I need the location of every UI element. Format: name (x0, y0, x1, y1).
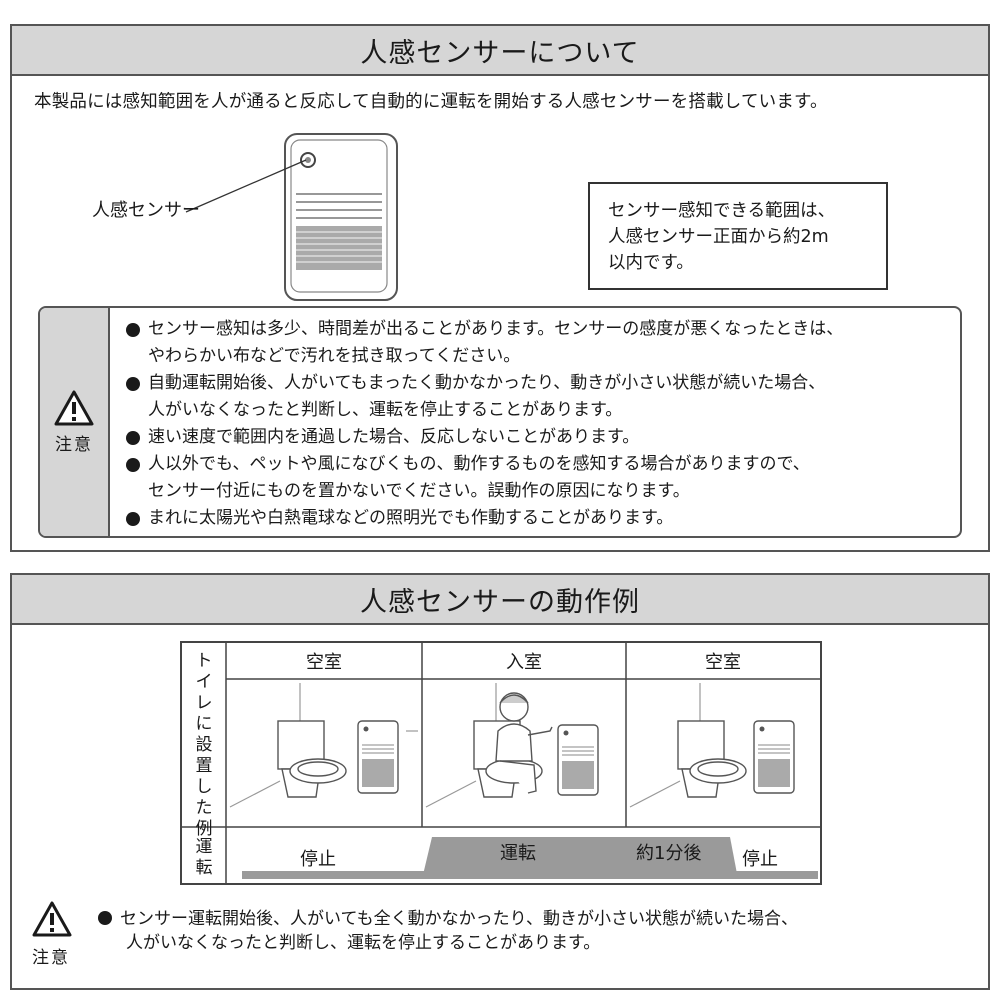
list-item: 自動運転開始後、人がいてもまったく動かなかったり、動きが小さい状態が続いた場合、… (126, 370, 954, 424)
scene-occupied-room (425, 683, 599, 808)
sensor-leader-line (185, 159, 307, 213)
heater-illustration (284, 133, 398, 301)
row-label-operation: 運 転 (195, 837, 213, 878)
intro-text: 本製品には感知範囲を人が通ると反応して自動的に運転を開始する人感センサーを搭載し… (34, 92, 828, 112)
column-header: 入室 (506, 652, 542, 673)
caution-label: 注意 (55, 434, 93, 455)
caution-list: センサー感知は多少、時間差が出ることがあります。センサーの感度が悪くなったときは… (126, 316, 954, 532)
operation-table: ト イ レ に 設 置 し た 例 運 転 空室 入室 空室 (180, 641, 822, 885)
sensor-range-box: センサー感知できる範囲は、 人感センサー正面から約2m 以内です。 (588, 182, 888, 290)
section-title-example: 人感センサーの動作例 (12, 575, 988, 625)
list-item: 速い速度で範囲内を通過した場合、反応しないことがあります。 (126, 424, 954, 451)
section-title-about: 人感センサーについて (12, 26, 988, 76)
range-line: 人感センサー正面から約2m (608, 227, 829, 247)
status-after-one-minute: 約1分後 (636, 843, 702, 864)
status-run: 運転 (500, 843, 536, 864)
bullet-icon (98, 911, 112, 925)
range-line: センサー感知できる範囲は、 (608, 201, 836, 221)
warning-icon (54, 390, 94, 425)
sensor-about-section: 人感センサーについて 本製品には感知範囲を人が通ると反応して自動的に運転を開始す… (10, 24, 990, 552)
caution-box: 注意 センサー感知は多少、時間差が出ることがあります。センサーの感度が悪くなった… (38, 306, 962, 538)
status-stop: 停止 (300, 849, 336, 870)
range-line: 以内です。 (608, 253, 694, 273)
status-stop: 停止 (742, 849, 778, 870)
list-item: 人以外でも、ペットや風になびくもの、動作するものを感知する場合がありますので、 … (126, 451, 954, 505)
list-item: センサー感知は多少、時間差が出ることがあります。センサーの感度が悪くなったときは… (126, 316, 954, 370)
column-header: 空室 (705, 652, 741, 673)
scene-empty-room (229, 683, 418, 808)
caution-side: 注意 (40, 308, 110, 536)
bottom-caution-mark: 注意 (32, 901, 72, 968)
sensor-example-section: 人感センサーの動作例 ト イ レ に 設 置 し た 例 (10, 573, 990, 990)
caution-label: 注意 (32, 948, 70, 968)
warning-icon (32, 901, 72, 937)
scene-empty-room (629, 683, 795, 808)
sensor-label: 人感センサー (92, 200, 200, 221)
column-header: 空室 (306, 652, 342, 673)
row-label-toilet: ト イ レ に 設 置 し た 例 (195, 651, 213, 839)
list-item: まれに太陽光や白熱電球などの照明光でも作動することがあります。 (126, 505, 954, 532)
table-grid (182, 643, 820, 883)
bottom-caution-text: センサー運転開始後、人がいても全く動かなかったり、動きが小さい状態が続いた場合、… (98, 907, 798, 955)
